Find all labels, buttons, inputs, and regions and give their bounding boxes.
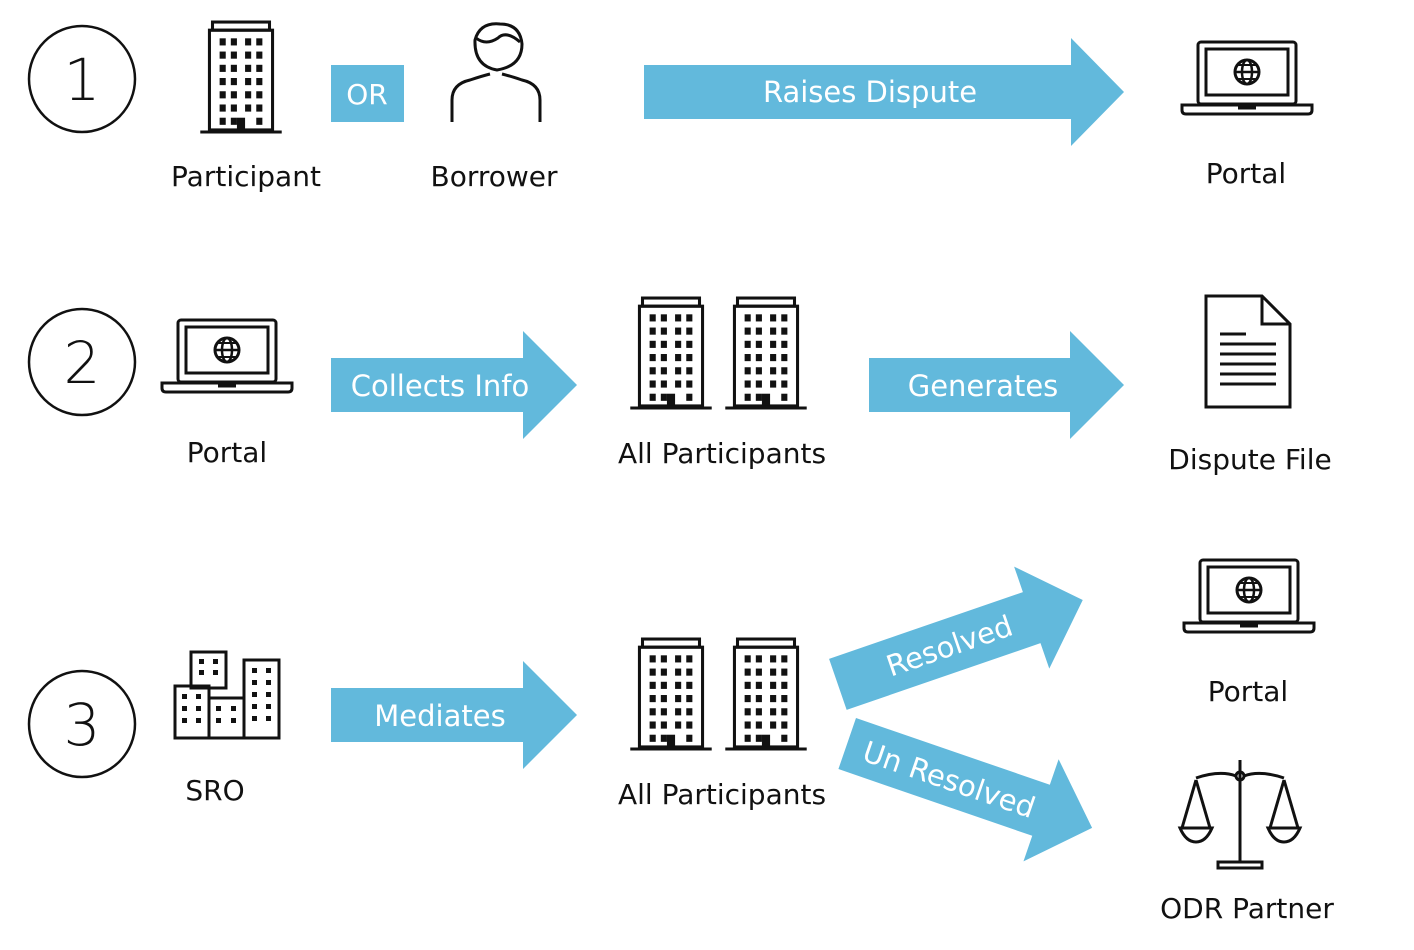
- laptop-globe-icon: [160, 318, 294, 394]
- building-icon: [630, 637, 712, 751]
- laptop-globe-icon: [1182, 558, 1316, 634]
- building-icon: [630, 296, 712, 410]
- portal-label-row1: Portal: [1206, 157, 1286, 190]
- building-icon: [200, 20, 282, 134]
- portal-label-row3: Portal: [1208, 675, 1288, 708]
- raises-dispute-arrow: Raises Dispute: [644, 38, 1124, 146]
- person-icon: [450, 22, 542, 122]
- mediates-arrow: Mediates: [331, 661, 577, 769]
- step-1-number: 1: [64, 46, 101, 114]
- laptop-globe-icon: [1180, 40, 1314, 116]
- step-1-marker: 1: [27, 24, 137, 134]
- scales-icon: [1177, 760, 1303, 870]
- resolved-arrow: Resolved: [829, 566, 1083, 710]
- document-icon: [1204, 294, 1292, 409]
- building-icon: [725, 296, 807, 410]
- step-2-number: 2: [64, 329, 101, 397]
- portal-label-row2: Portal: [187, 436, 267, 469]
- sro-label: SRO: [185, 774, 244, 807]
- mediates-label: Mediates: [374, 699, 505, 733]
- generates-label: Generates: [908, 369, 1059, 403]
- all-participants-label-row2: All Participants: [618, 437, 826, 470]
- generates-arrow: Generates: [869, 331, 1124, 439]
- unresolved-arrow: Un Resolved: [838, 718, 1093, 862]
- all-participants-label-row3: All Participants: [618, 778, 826, 811]
- building-icon: [725, 637, 807, 751]
- or-badge: OR: [331, 65, 404, 122]
- step-3-marker: 3: [27, 669, 137, 779]
- city-buildings-icon: [173, 650, 281, 740]
- step-3-number: 3: [64, 691, 101, 759]
- borrower-label: Borrower: [430, 160, 558, 193]
- collects-info-label: Collects Info: [351, 369, 529, 403]
- step-2-marker: 2: [27, 307, 137, 417]
- odr-partner-label: ODR Partner: [1160, 892, 1334, 925]
- collects-info-arrow: Collects Info: [331, 331, 577, 439]
- raises-dispute-label: Raises Dispute: [763, 75, 977, 109]
- participant-label: Participant: [171, 160, 321, 193]
- dispute-file-label: Dispute File: [1168, 443, 1331, 476]
- or-label: OR: [346, 78, 388, 111]
